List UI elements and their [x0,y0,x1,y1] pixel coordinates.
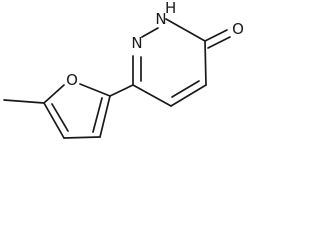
bond-c4-c3 [63,136,101,139]
bond-c5-c6 [132,84,172,107]
bond-c3-o [204,29,228,42]
atom-label-carbonyl-oxygen: O [232,20,244,38]
bond-c4-c5 [170,84,207,107]
bond-c3-o-double [207,36,231,49]
chemical-structure-diagram: N H N O O [3,0,244,139]
bond-ring-linker [109,84,134,97]
atom-label-ring-nitrogen: N [131,34,142,52]
bond-c4-c5-double [171,80,200,98]
bond-c5-c4 [43,102,65,139]
bond-o-c5 [43,84,65,104]
bond-c2-o [79,83,111,97]
bond-c3-c2 [99,95,111,138]
atom-label-furan-oxygen: O [66,71,78,89]
bond-c5-c4-double [51,103,69,132]
atom-label-nh-hydrogen: H [165,0,176,17]
carbonyl-group [204,29,231,49]
atom-label-nh-nitrogen: N [155,10,166,28]
bond-methyl [3,99,45,104]
structure-canvas: N H N O O [3,0,244,139]
bond-nh-c3 [165,18,206,42]
pyridazinone-ring [132,18,207,107]
bond-n-nh [141,27,159,38]
furan-ring [43,83,111,139]
bond-c3-c4 [204,40,207,86]
bond-c3-c2-double [92,97,103,133]
